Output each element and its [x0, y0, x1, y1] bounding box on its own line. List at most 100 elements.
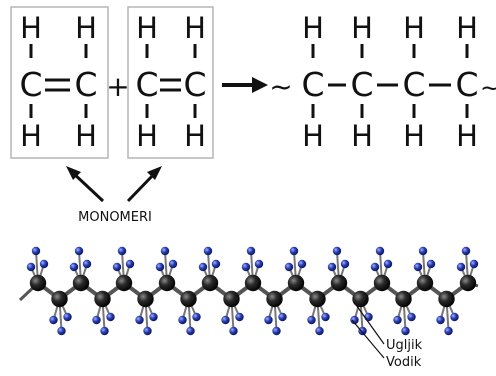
hydrogen-atom: [211, 259, 221, 269]
carbon-symbol: C: [301, 65, 324, 104]
hydrogen-atom: [436, 315, 445, 325]
hydrogen-symbol: H: [75, 119, 97, 153]
carbon-symbol: C: [135, 65, 158, 104]
hydrogen-atom: [264, 315, 273, 325]
hydrogen-atom: [407, 312, 416, 322]
hydrogen-atom: [203, 246, 213, 256]
carbon-atom: [330, 274, 348, 292]
hydrogen-atom: [160, 246, 170, 256]
hydrogen-back-layer: [26, 246, 471, 322]
hydrogen-atom: [461, 246, 471, 256]
hydrogen-atom: [307, 315, 316, 325]
hydrogen-atom: [315, 326, 324, 336]
hydrogen-atom: [198, 262, 208, 272]
hydrogen-atom: [125, 259, 135, 269]
hydrogen-atom: [469, 259, 479, 269]
hydrogen-atom: [69, 262, 79, 272]
hydrogen-atom: [340, 259, 350, 269]
carbon-symbol: C: [350, 65, 373, 104]
hydrogen-atom: [444, 326, 453, 336]
hydrogen-atom: [57, 326, 66, 336]
hydrogen-symbol: H: [184, 11, 206, 45]
hydrogen-symbol: H: [184, 119, 206, 153]
hydrogen-atom: [168, 259, 178, 269]
hydrogen-atom: [364, 312, 373, 322]
carbon-atom: [51, 290, 68, 308]
hydrogen-atom: [401, 326, 410, 336]
hydrogen-atom: [229, 326, 238, 336]
polyethylene-3d-model: [18, 246, 479, 336]
hydrogen-symbol: H: [351, 119, 373, 153]
carbon-atom: [459, 274, 477, 292]
carbon-symbol: C: [455, 65, 478, 104]
hydrogen-symbol: H: [136, 11, 158, 45]
hydrogen-atom: [375, 246, 385, 256]
carbon-atom: [223, 290, 240, 308]
hydrogen-atom: [135, 315, 144, 325]
carbon-atom: [416, 274, 434, 292]
plus-sign: +: [106, 70, 129, 103]
hydrogen-atom: [350, 315, 359, 325]
hydrogen-atom: [155, 262, 165, 272]
hydrogen-atom: [254, 259, 264, 269]
carbon-atom: [395, 290, 412, 308]
monomer-box-2: [127, 6, 214, 159]
hydrogen-atom: [149, 312, 158, 322]
carbon-atom: [180, 290, 197, 308]
hydrogen-atom: [221, 315, 230, 325]
monomer-2: H H C C H H: [135, 11, 206, 153]
hydrogen-symbol: H: [403, 11, 425, 45]
carbon-symbol: C: [183, 65, 206, 104]
carbon-atom: [309, 290, 326, 308]
hydrogen-atom: [63, 312, 72, 322]
hydrogen-atom: [284, 262, 294, 272]
hydrogen-atom: [186, 326, 195, 336]
carbon-layer: [29, 274, 477, 308]
hydrogen-atom: [413, 262, 423, 272]
reaction-arrow: [222, 77, 268, 93]
hydrogen-atom: [39, 259, 49, 269]
hydrogen-atom: [26, 262, 36, 272]
monomers-label: MONOMERI: [78, 210, 152, 225]
hydrogen-atom: [418, 246, 428, 256]
hydrogen-atom: [143, 326, 152, 336]
hydrogen-legend-label: Vodik: [386, 355, 422, 370]
carbon-legend-label: Ugljik: [386, 338, 423, 353]
carbon-symbol: C: [19, 65, 42, 104]
hydrogen-symbol: H: [351, 11, 373, 45]
hydrogen-symbol: H: [302, 11, 324, 45]
hydrogen-atom: [178, 315, 187, 325]
hydrogen-symbol: H: [456, 11, 478, 45]
carbon-atom: [352, 290, 369, 308]
carbon-atom: [201, 274, 219, 292]
hydrogen-atom: [31, 246, 41, 256]
hydrogen-atom: [272, 326, 281, 336]
carbon-atom: [266, 290, 283, 308]
carbon-atom: [72, 274, 90, 292]
carbon-symbol: C: [74, 65, 97, 104]
hydrogen-atom: [106, 312, 115, 322]
hydrogen-symbol: H: [75, 11, 97, 45]
hydrogen-atom: [241, 262, 251, 272]
carbon-atom: [287, 274, 305, 292]
hydrogen-atom: [370, 262, 380, 272]
monomer-1: H H C C H H: [19, 11, 97, 153]
hydrogen-atom: [49, 315, 58, 325]
hydrogen-atom: [358, 326, 367, 336]
hydrogen-atom: [321, 312, 330, 322]
hydrogen-atom: [426, 259, 436, 269]
polymer-formula: ~ H H H H C C C C ~ H H H H: [269, 11, 496, 153]
hydrogen-symbol: H: [456, 119, 478, 153]
hydrogen-atom: [112, 262, 122, 272]
carbon-atom: [115, 274, 133, 292]
hydrogen-atom: [393, 315, 402, 325]
hydrogen-atom: [117, 246, 127, 256]
hydrogen-atom: [297, 259, 307, 269]
monomer-pointer-arrows: [66, 166, 162, 203]
hydrogen-atom: [278, 312, 287, 322]
carbon-atom: [244, 274, 262, 292]
hydrogen-symbol: H: [302, 119, 324, 153]
hydrogen-atom: [289, 246, 299, 256]
hydrogen-symbol: H: [403, 119, 425, 153]
